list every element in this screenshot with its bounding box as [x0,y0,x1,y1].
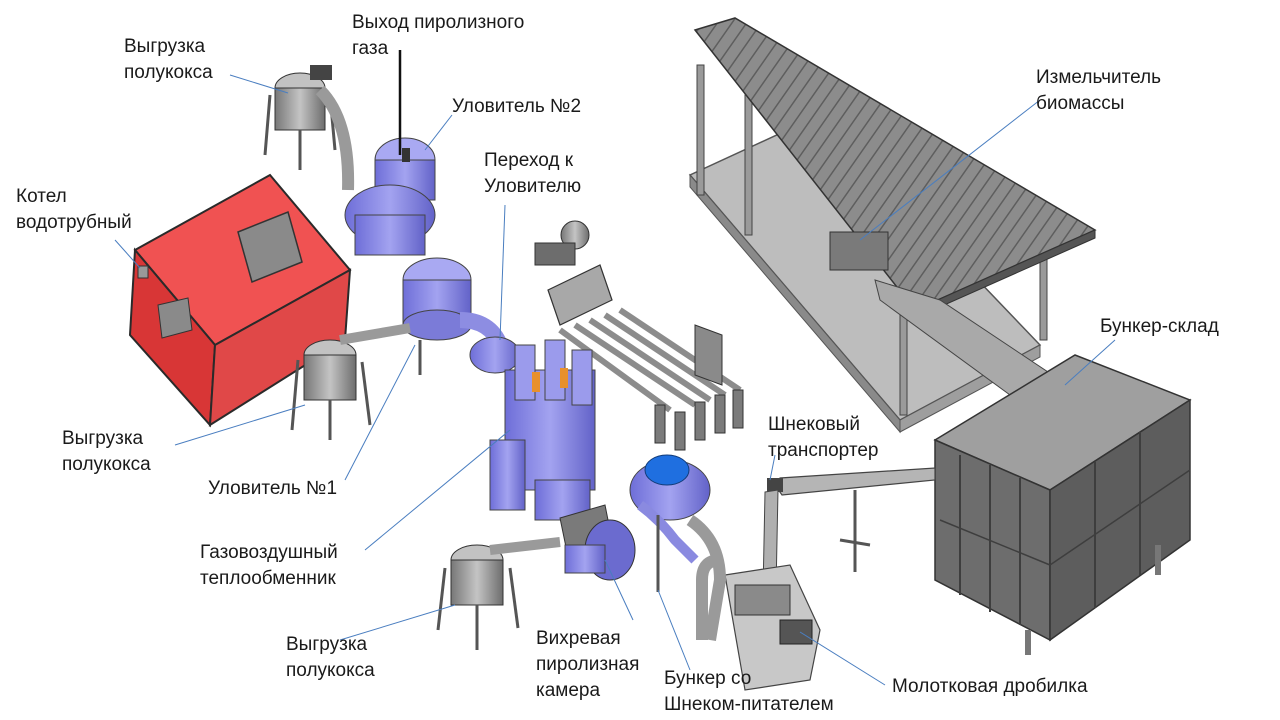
label-feeder-hopper: Бункер со Шнеком-питателем [664,668,834,715]
heat-exchanger [489,339,596,511]
label-transition-to-catcher: Переход к Уловителю [484,150,582,197]
vortex-chamber [534,479,636,581]
label-pyrolysis-gas-outlet: Выход пиролизного газа [352,12,525,59]
label-water-tube-boiler: Котел водотрубный [16,186,132,233]
storage-bunker [933,354,1192,655]
label-char-discharge-left: Выгрузка полукокса [62,428,151,475]
label-vortex-chamber: Вихревая пиролизная камера [536,628,640,701]
label-catcher-2: Уловитель №2 [452,96,582,117]
pipe-rack [534,220,744,451]
label-char-discharge-top: Выгрузка полукокса [124,36,213,83]
shredder-shed [688,17,1097,434]
catcher-2 [344,137,436,256]
label-biomass-shredder: Измельчитель биомассы [1036,67,1162,114]
feeder-hopper [629,454,727,641]
transition-pipe [459,312,521,374]
label-screw-conveyor: Шнековый транспортер [768,414,879,461]
label-heat-exchanger: Газовоздушный теплообменник [200,542,338,589]
water-tube-boiler [128,173,352,428]
label-hammer-mill: Молотковая дробилка [892,676,1088,697]
label-catcher-1: Уловитель №1 [208,478,338,499]
screw-conveyor [762,467,936,593]
label-storage-bunker: Бункер-склад [1100,316,1219,337]
leader-lines [114,74,1116,686]
char-discharge-left [290,323,411,440]
char-discharge-top [263,65,355,191]
char-discharge-bottom [436,537,561,650]
label-char-discharge-bottom: Выгрузка полукокса [286,634,375,681]
